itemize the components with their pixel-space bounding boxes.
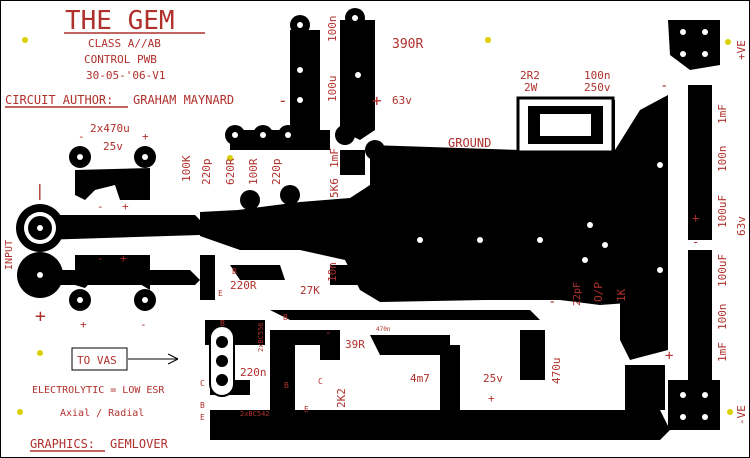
label-22pf: 22pF	[572, 282, 583, 306]
pin-b-5: B	[284, 381, 289, 390]
graphics-name: GEMLOVER	[110, 437, 169, 451]
pin-e-3: E	[304, 405, 309, 414]
label-5k6: 5K6	[328, 178, 341, 198]
label-100uf-r2: 100uF	[716, 254, 729, 287]
pin-b-2: B	[220, 319, 225, 328]
svg-text:+: +	[488, 392, 495, 405]
graphics-label: GRAPHICS:	[30, 437, 95, 451]
label-100uf-r1: 100uF	[716, 195, 729, 228]
pos-ve-pad	[668, 20, 720, 70]
label-neg-ve: -VE	[735, 405, 748, 425]
axial-radial-note: Axial / Radial	[60, 408, 144, 419]
svg-text:+: +	[80, 318, 87, 331]
svg-text:-: -	[692, 235, 699, 249]
bottom-ground-trace	[210, 410, 670, 440]
svg-text:+: +	[665, 348, 673, 364]
svg-text:-: -	[325, 326, 332, 339]
label-470u: 470u	[550, 358, 563, 385]
author-name: GRAHAM MAYNARD	[133, 93, 234, 107]
subtitle-line-3: 30-05-'06-V1	[86, 69, 165, 82]
label-39r: 39R	[345, 338, 365, 351]
svg-text:-: -	[140, 318, 147, 331]
label-1mf-mid: 1mF	[328, 148, 341, 168]
label-4m7: 4m7	[410, 372, 430, 385]
svg-text:-: -	[97, 200, 104, 213]
trace-upper-left	[290, 30, 320, 150]
label-bc542: 2xBC542	[240, 410, 270, 418]
label-100r: 100R	[247, 158, 260, 185]
label-100n-250: 100n	[584, 69, 611, 82]
label-250v: 250v	[584, 81, 611, 94]
pin-b-4: B	[200, 401, 205, 410]
vas-label: TO VAS	[77, 354, 117, 367]
author-label: CIRCUIT AUTHOR:	[5, 93, 113, 107]
drill-holes	[24, 15, 708, 420]
svg-text:+: +	[35, 306, 46, 327]
label-63v-top: 63v	[392, 94, 412, 107]
pin-c-1: C	[200, 379, 205, 388]
label-2w: 2W	[524, 81, 538, 94]
svg-text:-: -	[278, 91, 288, 110]
label-op: O/P	[592, 282, 605, 302]
svg-text:-: -	[660, 78, 668, 94]
label-390r: 390R	[392, 37, 423, 52]
label-100n-r1: 100n	[716, 146, 729, 173]
label-470n: 470n	[376, 326, 391, 333]
label-100n-r2: 100n	[716, 304, 729, 331]
label-100n-top: 100n	[326, 16, 339, 43]
svg-text:+: +	[372, 91, 382, 110]
pos-rail-trace	[688, 85, 712, 240]
pin-e-2: E	[200, 413, 205, 422]
label-27k: 27K	[300, 284, 320, 297]
label-bc556: 2xBC556	[257, 322, 265, 352]
label-25v-bot: 25v	[483, 372, 503, 385]
subtitle-line-2: CONTROL PWB	[84, 53, 157, 66]
subtitle-line-1: CLASS A//AB	[88, 37, 161, 50]
label-220n: 220n	[240, 366, 267, 379]
alignment-markers	[17, 37, 733, 415]
electrolytic-note: ELECTROLYTIC = LOW ESR	[32, 385, 165, 396]
label-100k: 100K	[180, 155, 193, 182]
ground-label: GROUND	[448, 136, 491, 150]
label-2x470u: 2x470u	[90, 122, 130, 135]
svg-text:+: +	[120, 252, 127, 265]
neg-rail-trace	[688, 250, 712, 380]
pin-c-2: C	[318, 377, 323, 386]
svg-text:+: +	[142, 130, 149, 143]
label-pos-ve: +VE	[735, 40, 748, 60]
neg-ve-pad	[668, 380, 720, 430]
svg-text:+: +	[692, 211, 699, 225]
label-220p-a: 220p	[200, 159, 213, 186]
label-620r: 620R	[224, 158, 237, 185]
pin-b-1: B	[232, 267, 237, 276]
label-1mf-r2: 1mF	[716, 342, 729, 362]
svg-text:-: -	[78, 130, 85, 143]
svg-text:+: +	[122, 200, 129, 213]
input-label: INPUT	[4, 240, 15, 270]
vas-box	[71, 347, 128, 371]
label-2r2: 2R2	[520, 69, 540, 82]
svg-text:-: -	[97, 252, 104, 265]
label-1k: 1K	[615, 288, 628, 302]
pin-b-3: B	[283, 313, 288, 322]
svg-text:-: -	[548, 294, 556, 310]
label-63v-right: 63v	[735, 216, 748, 236]
label-25v-top: 25v	[103, 140, 123, 153]
svg-text:|: |	[35, 181, 45, 200]
pin-e-1: E	[218, 289, 223, 298]
label-220p-b: 220p	[270, 159, 283, 186]
board-title: THE GEM	[65, 6, 175, 36]
label-220r: 220R	[230, 279, 257, 292]
label-2k2: 2K2	[335, 388, 348, 408]
label-10n: 10n	[326, 262, 339, 282]
label-100u: 100u	[326, 76, 339, 103]
label-1mf-r1: 1mF	[716, 104, 729, 124]
